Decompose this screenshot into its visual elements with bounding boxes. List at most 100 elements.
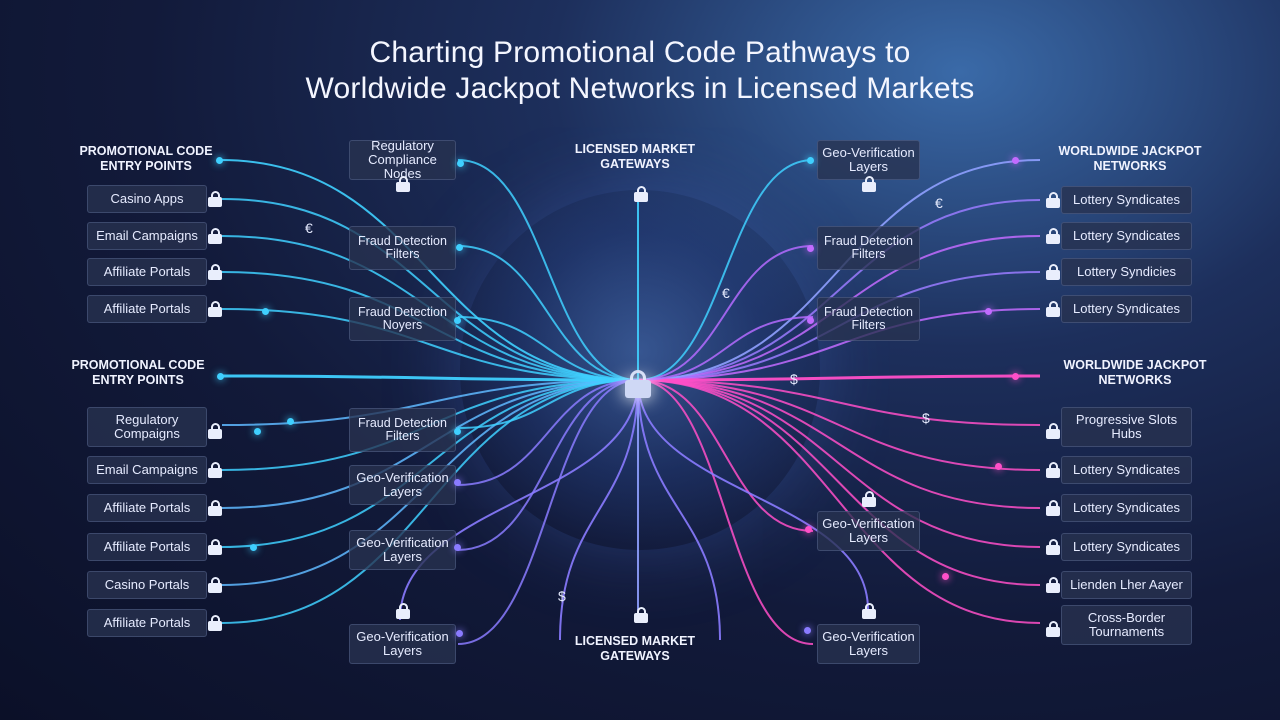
- right-item-8[interactable]: Lottery Syndicates: [1061, 533, 1192, 561]
- right-item-7-label: Lottery Syndicates: [1073, 500, 1180, 515]
- left-item-10[interactable]: Affiliate Portals: [87, 609, 207, 637]
- right-item-6-label: Lottery Syndicates: [1073, 462, 1180, 477]
- inner-left-node-4[interactable]: Fraud Detection Filters: [349, 408, 456, 452]
- connector-dot: [453, 478, 461, 486]
- right-item-4[interactable]: Lottery Syndicates: [1061, 295, 1192, 323]
- left-item-8-label: Affiliate Portals: [103, 539, 191, 554]
- right-item-1-label: Lottery Syndicates: [1073, 192, 1180, 207]
- connector-dot: [453, 316, 461, 324]
- left-item-9[interactable]: Casino Portals: [87, 571, 207, 599]
- inner-right-node-4[interactable]: Geo-Verification Layers: [817, 511, 920, 551]
- left-item-1-label: Casino Apps: [110, 191, 184, 206]
- connection-line: [221, 198, 639, 381]
- lock-icon: [634, 607, 648, 623]
- connector-dot: [261, 307, 269, 315]
- connection-line: [637, 379, 1041, 509]
- inner-right-node-3[interactable]: Fraud Detection Filters: [817, 297, 920, 341]
- connection-line: [221, 308, 639, 381]
- right-item-5-label: Progressive Slots Hubs: [1075, 412, 1178, 441]
- right-item-9-label: Lienden Lher Aayer: [1070, 577, 1183, 592]
- left-item-6[interactable]: Email Campaigns: [87, 456, 207, 484]
- connection-line: [457, 245, 639, 381]
- connection-line: [457, 159, 639, 381]
- right-item-10[interactable]: Cross-Border Tournaments: [1061, 605, 1192, 645]
- connection-line: [637, 379, 1041, 586]
- right-item-7[interactable]: Lottery Syndicates: [1061, 494, 1192, 522]
- left-item-3-label: Affiliate Portals: [103, 264, 191, 279]
- connection-line: [221, 379, 639, 548]
- connection-line: [637, 379, 721, 641]
- right-item-1[interactable]: Lottery Syndicates: [1061, 186, 1192, 214]
- inner-right-node-5[interactable]: Geo-Verification Layers: [817, 624, 920, 664]
- connection-line: [637, 379, 1041, 548]
- inner-left-node-2[interactable]: Fraud Detection Filters: [349, 226, 456, 270]
- header-left-top: PROMOTIONAL CODE ENTRY POINTS: [79, 144, 213, 173]
- connector-dot: [806, 244, 814, 252]
- connector-dot: [455, 629, 463, 637]
- inner-left-node-5[interactable]: Geo-Verification Layers: [349, 465, 456, 505]
- lock-icon: [1046, 500, 1060, 516]
- left-item-1[interactable]: Casino Apps: [87, 185, 207, 213]
- lock-icon: [208, 423, 222, 439]
- lock-icon: [208, 228, 222, 244]
- connection-line: [457, 379, 639, 551]
- connection-line: [637, 379, 1041, 624]
- lock-icon: [1046, 621, 1060, 637]
- inner-left-node-3[interactable]: Fraud Detection Noyers: [349, 297, 456, 341]
- right-item-9[interactable]: Lienden Lher Aayer: [1061, 571, 1192, 599]
- right-item-6[interactable]: Lottery Syndicates: [1061, 456, 1192, 484]
- header-right-top: WORLDWIDE JACKPOT NETWORKS: [1058, 144, 1202, 173]
- dollar-icon: $: [790, 371, 798, 387]
- lock-icon: [208, 500, 222, 516]
- left-item-4[interactable]: Affiliate Portals: [87, 295, 207, 323]
- connection-line: [637, 379, 1041, 426]
- lock-icon: [396, 603, 410, 619]
- right-item-3-label: Lottery Syndicies: [1077, 264, 1176, 279]
- connection-line: [457, 379, 639, 429]
- connector-dot: [215, 156, 223, 164]
- lock-icon: [634, 186, 648, 202]
- connection-line: [637, 379, 1041, 471]
- header-center-top: LICENSED MARKET GATEWAYS: [574, 142, 696, 171]
- right-item-8-label: Lottery Syndicates: [1073, 539, 1180, 554]
- lock-icon: [208, 615, 222, 631]
- right-item-4-label: Lottery Syndicates: [1073, 301, 1180, 316]
- euro-icon: €: [305, 220, 313, 236]
- inner-right-node-1[interactable]: Geo-Verification Layers: [817, 140, 920, 180]
- connector-dot: [453, 427, 461, 435]
- inner-right-node-2-label: Fraud Detection Filters: [824, 234, 913, 261]
- left-item-8[interactable]: Affiliate Portals: [87, 533, 207, 561]
- connector-dot: [984, 307, 992, 315]
- inner-left-node-3-label: Fraud Detection Noyers: [358, 305, 447, 332]
- connector-dot: [216, 372, 224, 380]
- inner-left-node-6-label: Geo-Verification Layers: [356, 535, 449, 564]
- lock-icon: [1046, 301, 1060, 317]
- inner-left-node-7-label: Geo-Verification Layers: [356, 629, 449, 658]
- left-item-7[interactable]: Affiliate Portals: [87, 494, 207, 522]
- inner-right-node-2[interactable]: Fraud Detection Filters: [817, 226, 920, 270]
- connection-line: [637, 245, 814, 381]
- right-item-2[interactable]: Lottery Syndicates: [1061, 222, 1192, 250]
- inner-left-node-1[interactable]: Regulatory Compliance Nodes: [349, 138, 456, 181]
- lock-icon: [208, 539, 222, 555]
- right-item-3[interactable]: Lottery Syndicies: [1061, 258, 1192, 286]
- lock-icon: [1046, 264, 1060, 280]
- inner-left-node-7[interactable]: Geo-Verification Layers: [349, 624, 456, 664]
- connection-line: [457, 379, 639, 645]
- lock-icon: [208, 301, 222, 317]
- left-item-2[interactable]: Email Campaigns: [87, 222, 207, 250]
- lock-icon: [1046, 192, 1060, 208]
- left-item-5[interactable]: Regulatory Compaigns: [87, 407, 207, 447]
- right-item-5[interactable]: Progressive Slots Hubs: [1061, 407, 1192, 447]
- inner-left-node-6[interactable]: Geo-Verification Layers: [349, 530, 456, 570]
- connection-line: [221, 379, 639, 426]
- inner-right-node-1-label: Geo-Verification Layers: [822, 145, 915, 174]
- inner-left-node-1-label: Regulatory Compliance Nodes: [368, 138, 437, 181]
- left-item-3[interactable]: Affiliate Portals: [87, 258, 207, 286]
- lock-icon: [1046, 228, 1060, 244]
- inner-right-node-5-label: Geo-Verification Layers: [822, 629, 915, 658]
- inner-right-node-4-label: Geo-Verification Layers: [822, 516, 915, 545]
- connector-dot: [806, 156, 814, 164]
- page-title-line1: Charting Promotional Code Pathways to: [369, 36, 911, 69]
